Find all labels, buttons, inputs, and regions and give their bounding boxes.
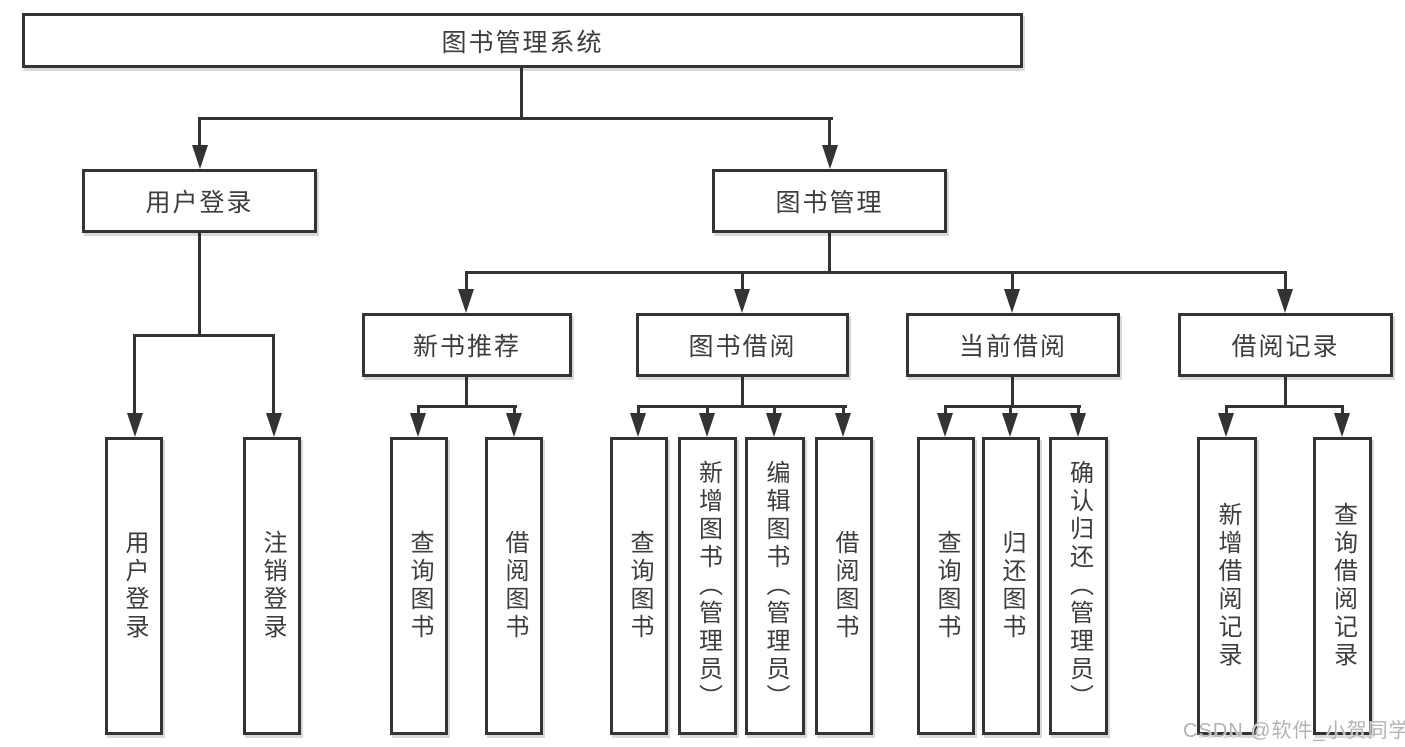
leaf-bb-query-books: 查询图书 (610, 437, 668, 735)
arrowhead-borrow-records (1277, 289, 1293, 313)
connector-br-add-drop (1225, 405, 1228, 418)
arrowhead-bb-edit (766, 413, 782, 437)
arrowhead-user-login (192, 145, 208, 169)
connector-current-borrow-bus (944, 405, 1081, 408)
connector-book-borrow-drop (741, 271, 744, 294)
leaf-bb-add-books-admin-label: 新增图书（管理员） (694, 460, 722, 712)
arrowhead-book-borrow (734, 289, 750, 313)
node-book-borrow: 图书借阅 (636, 313, 849, 377)
node-user-login: 用户登录 (82, 169, 317, 233)
arrowhead-leaf-logout (266, 413, 282, 437)
arrowhead-br-add (1218, 413, 1234, 437)
connector-root-stem (520, 66, 523, 118)
connector-borrow-records-stem (1284, 374, 1287, 408)
leaf-logout-label: 注销登录 (259, 530, 286, 642)
leaf-cb-query-books-label: 查询图书 (933, 530, 960, 642)
connector-cb-confirm-drop (1077, 405, 1080, 418)
leaf-cb-return-books: 归还图书 (982, 437, 1040, 735)
connector-current-borrow-drop (1011, 271, 1014, 294)
leaf-user-login-label: 用户登录 (121, 530, 148, 642)
leaf-bb-query-books-label: 查询图书 (626, 530, 653, 642)
connector-book-mgmt-drop (828, 117, 831, 150)
arrowhead-nbr-borrow (506, 413, 522, 437)
arrowhead-book-mgmt (822, 145, 838, 169)
leaf-bb-borrow-books: 借阅图书 (815, 437, 873, 735)
leaf-bb-add-books-admin: 新增图书（管理员） (678, 437, 737, 735)
arrowhead-leaf-login (127, 413, 143, 437)
connector-level1-bus (198, 117, 833, 120)
connector-book-borrow-stem (741, 374, 744, 408)
node-book-borrow-label: 图书借阅 (688, 333, 797, 361)
connector-bb-add-drop (706, 405, 709, 418)
leaf-bb-edit-books-admin-label: 编辑图书（管理员） (762, 460, 789, 712)
connector-bb-query-drop (637, 405, 640, 418)
leaf-user-login: 用户登录 (105, 437, 163, 735)
connector-new-book-drop (465, 271, 468, 294)
leaf-logout: 注销登录 (243, 437, 301, 735)
connector-book-mgmt-stem (828, 229, 831, 274)
connector-user-login-drop (198, 117, 201, 150)
leaf-cb-query-books: 查询图书 (917, 437, 975, 735)
node-root: 图书管理系统 (22, 13, 1023, 68)
leaf-br-query-record-label: 查询借阅记录 (1329, 502, 1357, 670)
node-borrow-records: 借阅记录 (1178, 313, 1393, 377)
connector-cb-return-drop (1009, 405, 1012, 418)
connector-book-borrow-bus (637, 405, 847, 408)
connector-br-query-drop (1341, 405, 1344, 418)
connector-borrow-records-drop (1284, 271, 1287, 294)
node-root-label: 图书管理系统 (441, 28, 604, 57)
leaf-nbr-borrow-books: 借阅图书 (485, 437, 543, 735)
leaf-bb-edit-books-admin: 编辑图书（管理员） (745, 437, 805, 735)
arrowhead-bb-query (630, 413, 646, 437)
node-book-management-label: 图书管理 (775, 189, 884, 217)
node-user-login-label: 用户登录 (145, 189, 254, 217)
connector-user-login-stem (198, 230, 201, 337)
arrowhead-nbr-query (410, 413, 426, 437)
connector-leaf-logout-drop (272, 334, 275, 416)
leaf-br-add-record-label: 新增借阅记录 (1214, 502, 1241, 670)
leaf-bb-borrow-books-label: 借阅图书 (831, 530, 858, 642)
node-new-book-recommend: 新书推荐 (362, 313, 572, 377)
node-borrow-records-label: 借阅记录 (1231, 333, 1340, 361)
connector-leaf-login-drop (133, 334, 136, 416)
connector-bb-edit-drop (773, 405, 776, 418)
connector-bb-borrow-drop (842, 405, 845, 418)
leaf-cb-return-books-label: 归还图书 (998, 530, 1025, 642)
arrowhead-bb-add (699, 413, 715, 437)
leaf-nbr-query-books-label: 查询图书 (406, 530, 433, 642)
connector-borrow-records-bus (1225, 405, 1344, 408)
arrowhead-cb-return (1002, 413, 1018, 437)
connector-new-book-bus (417, 405, 517, 408)
connector-current-borrow-stem (1011, 374, 1014, 408)
arrowhead-cb-confirm (1070, 413, 1086, 437)
leaf-nbr-borrow-books-label: 借阅图书 (501, 530, 528, 642)
arrowhead-new-book (458, 289, 474, 313)
arrowhead-cb-query (937, 413, 953, 437)
watermark: CSDN @软件_小贺同学 (1183, 720, 1405, 742)
node-book-management: 图书管理 (712, 169, 947, 233)
node-new-book-recommend-label: 新书推荐 (412, 333, 521, 361)
node-current-borrow: 当前借阅 (906, 313, 1120, 377)
connector-cb-query-drop (944, 405, 947, 418)
arrowhead-bb-borrow (835, 413, 851, 437)
leaf-nbr-query-books: 查询图书 (390, 437, 448, 735)
leaf-br-add-record: 新增借阅记录 (1197, 437, 1257, 735)
connector-nbr-borrow-drop (513, 405, 516, 418)
arrowhead-br-query (1334, 413, 1350, 437)
leaf-cb-confirm-return-admin-label: 确认归还（管理员） (1065, 460, 1093, 712)
connector-level2-bus (465, 271, 1287, 274)
node-current-borrow-label: 当前借阅 (958, 333, 1067, 361)
arrowhead-current-borrow (1004, 289, 1020, 313)
connector-new-book-stem (465, 374, 468, 408)
leaf-br-query-record: 查询借阅记录 (1313, 437, 1372, 735)
leaf-cb-confirm-return-admin: 确认归还（管理员） (1049, 437, 1108, 735)
connector-nbr-query-drop (417, 405, 420, 418)
connector-user-login-bus (133, 334, 275, 337)
